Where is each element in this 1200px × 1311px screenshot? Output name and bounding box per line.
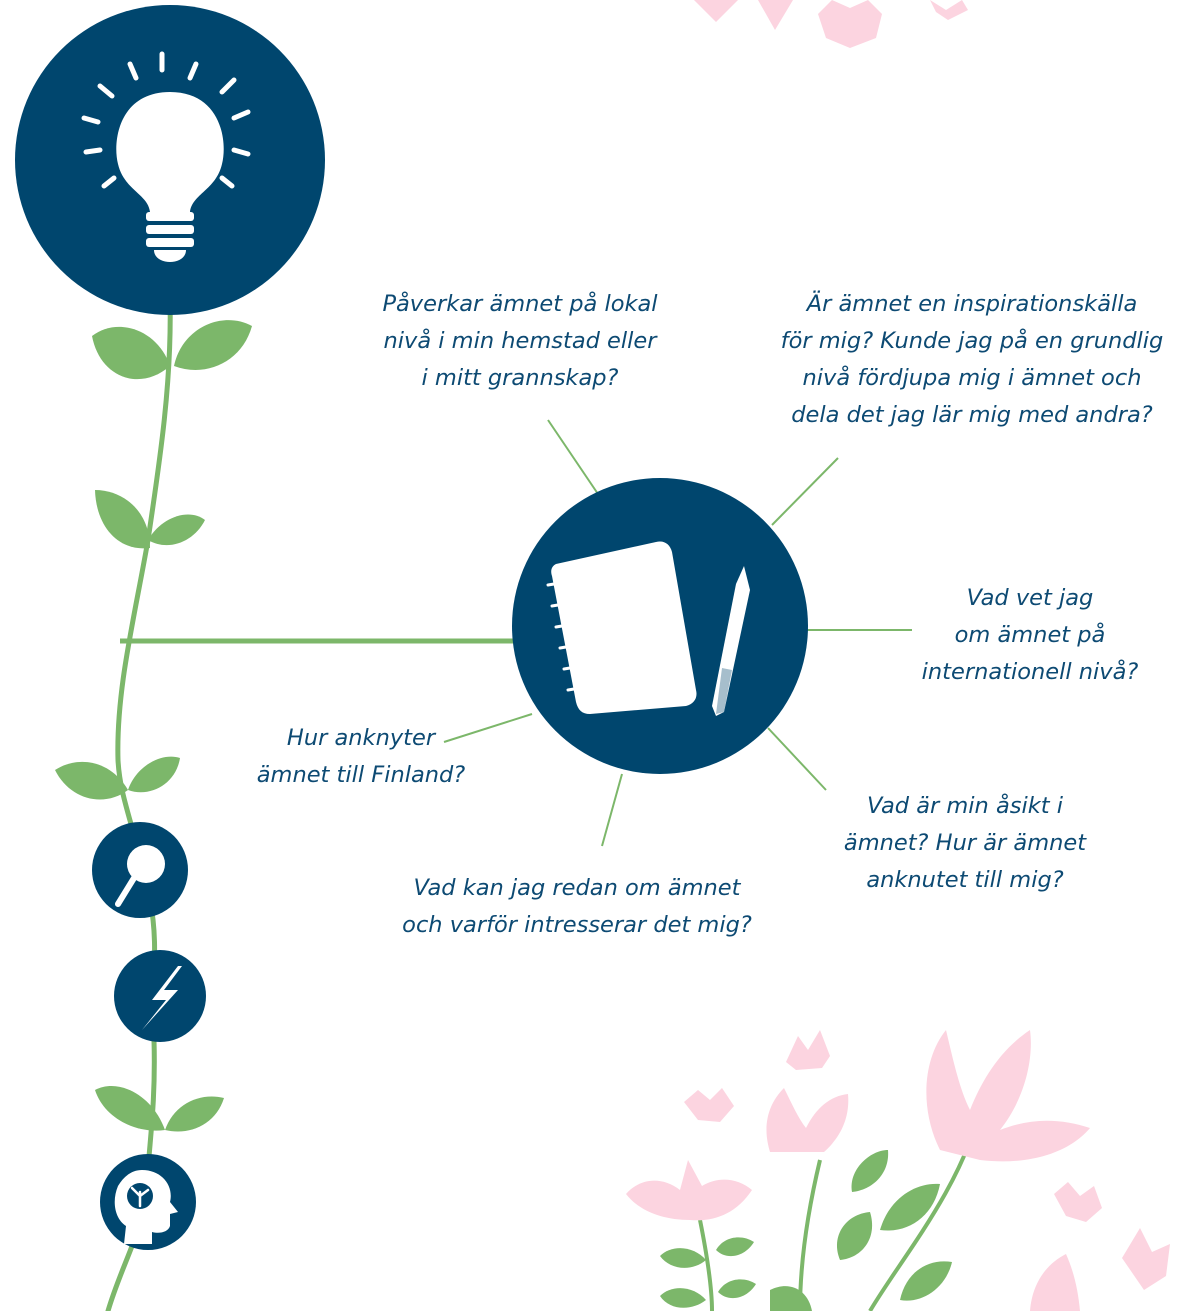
leaf <box>92 327 170 379</box>
text-line: Hur anknyter <box>226 720 496 757</box>
ray-local <box>548 420 598 494</box>
question-opinion: Vad är min åsikt i ämnet? Hur är ämnet a… <box>820 788 1110 899</box>
question-international: Vad vet jag om ämnet på internationell n… <box>900 580 1160 691</box>
pink-flower <box>766 1088 848 1152</box>
ray-prior <box>602 774 622 846</box>
text-line: Vad kan jag redan om ämnet <box>372 870 782 907</box>
pink-flower <box>1122 1228 1170 1290</box>
question-prior: Vad kan jag redan om ämnet och varför in… <box>372 870 782 944</box>
text-line: och varför intresserar det mig? <box>372 907 782 944</box>
question-finland: Hur anknyter ämnet till Finland? <box>226 720 496 794</box>
leaf <box>148 514 205 545</box>
pink-flower <box>694 0 738 22</box>
pink-flower <box>626 1160 752 1220</box>
flower-stem <box>800 1160 820 1311</box>
pink-flower <box>1030 1254 1080 1311</box>
magnifier-circle <box>92 822 188 918</box>
text-line: Vad vet jag <box>900 580 1160 617</box>
pink-flower <box>786 1030 830 1070</box>
bottom-flowers <box>626 1030 1170 1311</box>
text-line: ämnet till Finland? <box>226 757 496 794</box>
question-local: Påverkar ämnet på lokal nivå i min hemst… <box>365 286 675 397</box>
pink-flower <box>684 1088 734 1122</box>
pink-flower <box>926 1030 1090 1161</box>
ray-opinion <box>768 728 826 790</box>
text-line: Påverkar ämnet på lokal <box>365 286 675 323</box>
leaf <box>128 757 180 793</box>
text-line: anknutet till mig? <box>820 862 1110 899</box>
lightbulb-circle <box>15 5 325 315</box>
ray-inspiration <box>772 458 838 525</box>
question-inspiration: Är ämnet en inspirationskälla för mig? K… <box>752 286 1192 434</box>
notebook-circle <box>444 420 912 846</box>
text-line: dela det jag lär mig med andra? <box>752 397 1192 434</box>
text-line: nivå fördjupa mig i ämnet och <box>752 360 1192 397</box>
top-flowers <box>694 0 968 48</box>
text-line: Vad är min åsikt i <box>820 788 1110 825</box>
pink-flower <box>930 0 968 20</box>
leaf <box>95 490 150 548</box>
leaf <box>165 1096 224 1131</box>
head-circle <box>100 1154 196 1250</box>
pink-flower <box>758 0 793 30</box>
text-line: nivå i min hemstad eller <box>365 323 675 360</box>
text-line: för mig? Kunde jag på en grundlig <box>752 323 1192 360</box>
lightning-circle <box>114 950 206 1042</box>
text-line: internationell nivå? <box>900 654 1160 691</box>
text-line: om ämnet på <box>900 617 1160 654</box>
text-line: ämnet? Hur är ämnet <box>820 825 1110 862</box>
text-line: i mitt grannskap? <box>365 360 675 397</box>
text-line: Är ämnet en inspirationskälla <box>752 286 1192 323</box>
pink-flower <box>818 0 882 48</box>
leaf <box>174 320 252 370</box>
pink-flower <box>1054 1182 1102 1222</box>
